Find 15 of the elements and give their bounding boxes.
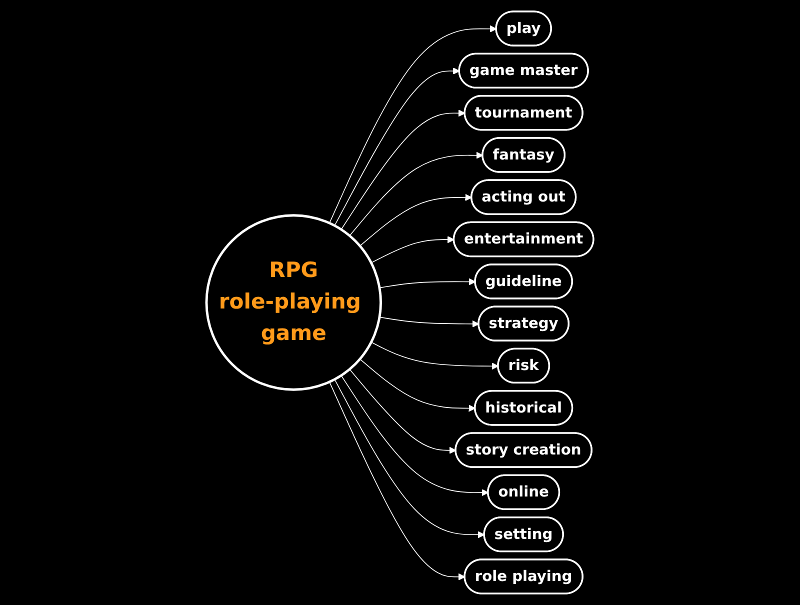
arrow xyxy=(349,368,456,454)
arrow xyxy=(334,378,485,538)
arrow xyxy=(349,152,484,236)
arrow xyxy=(334,67,460,226)
arrow xyxy=(329,25,497,224)
arrow xyxy=(340,110,466,230)
arrow xyxy=(360,358,476,412)
arrow xyxy=(370,342,499,370)
arrow xyxy=(379,278,476,288)
node-circle: RPG role-playing game xyxy=(205,214,382,391)
arrow xyxy=(360,194,472,246)
arrow xyxy=(370,236,454,264)
arrow xyxy=(379,316,480,328)
arrow xyxy=(340,375,489,496)
arrow xyxy=(329,382,466,580)
